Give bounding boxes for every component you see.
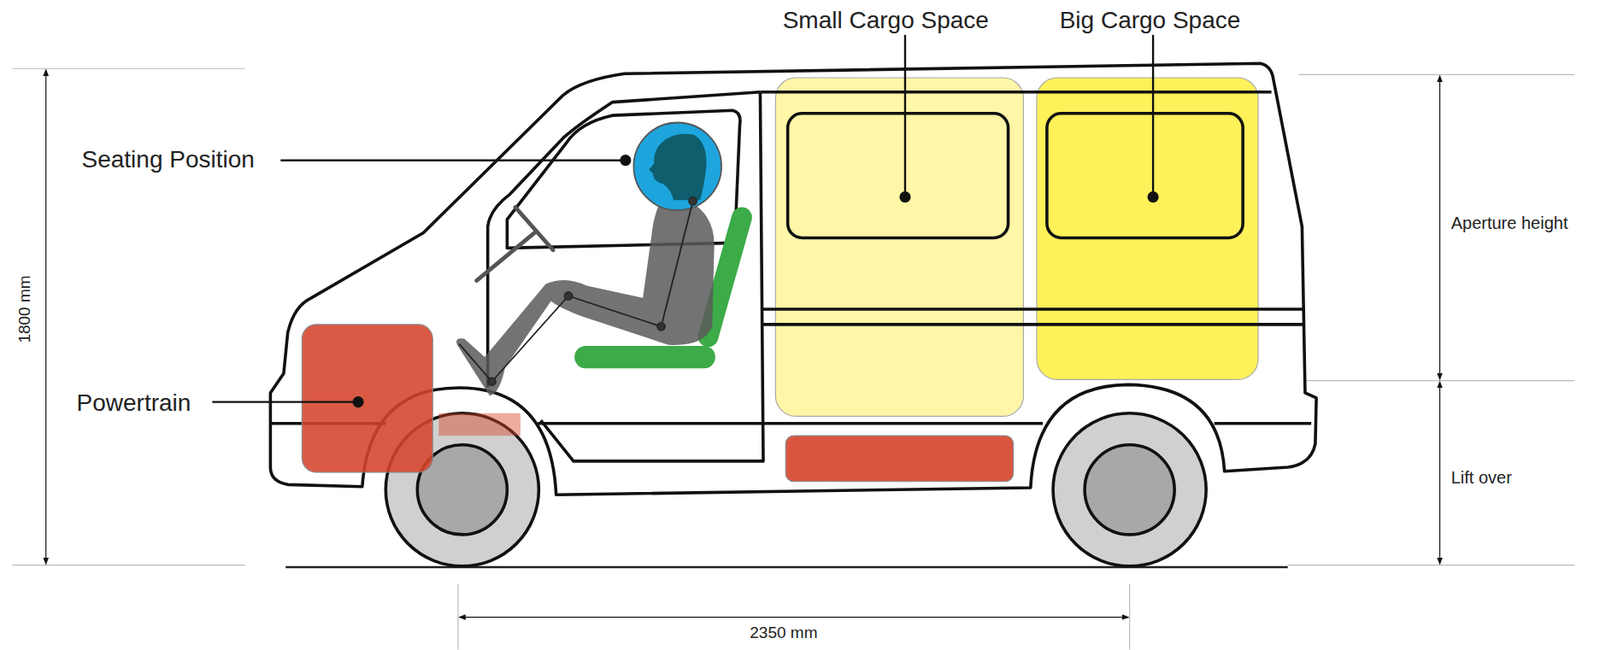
dimension-value: 1800 mm xyxy=(15,275,35,343)
leader-dots xyxy=(352,154,1159,408)
part-label: Seating Position xyxy=(82,146,255,174)
driver-figure xyxy=(456,123,722,397)
part-label: Small Cargo Space xyxy=(782,6,989,35)
big-cargo-space xyxy=(1036,77,1259,380)
wheels xyxy=(385,413,1206,567)
part-label: Powertrain xyxy=(76,388,192,417)
dimension-value: 2350 mm xyxy=(749,623,818,643)
dimension-label: Lift over xyxy=(1451,467,1512,488)
dimension-label: Aperture height xyxy=(1451,213,1569,234)
small-cargo-space xyxy=(775,77,1024,417)
powertrain-block xyxy=(301,324,433,473)
battery-pack xyxy=(785,435,1013,483)
part-label: Big Cargo Space xyxy=(1059,6,1242,35)
leader-lines xyxy=(211,35,1153,403)
powertrain-shadow xyxy=(438,413,521,436)
steering-wheel xyxy=(476,207,554,282)
dimension-guides xyxy=(11,68,1575,650)
